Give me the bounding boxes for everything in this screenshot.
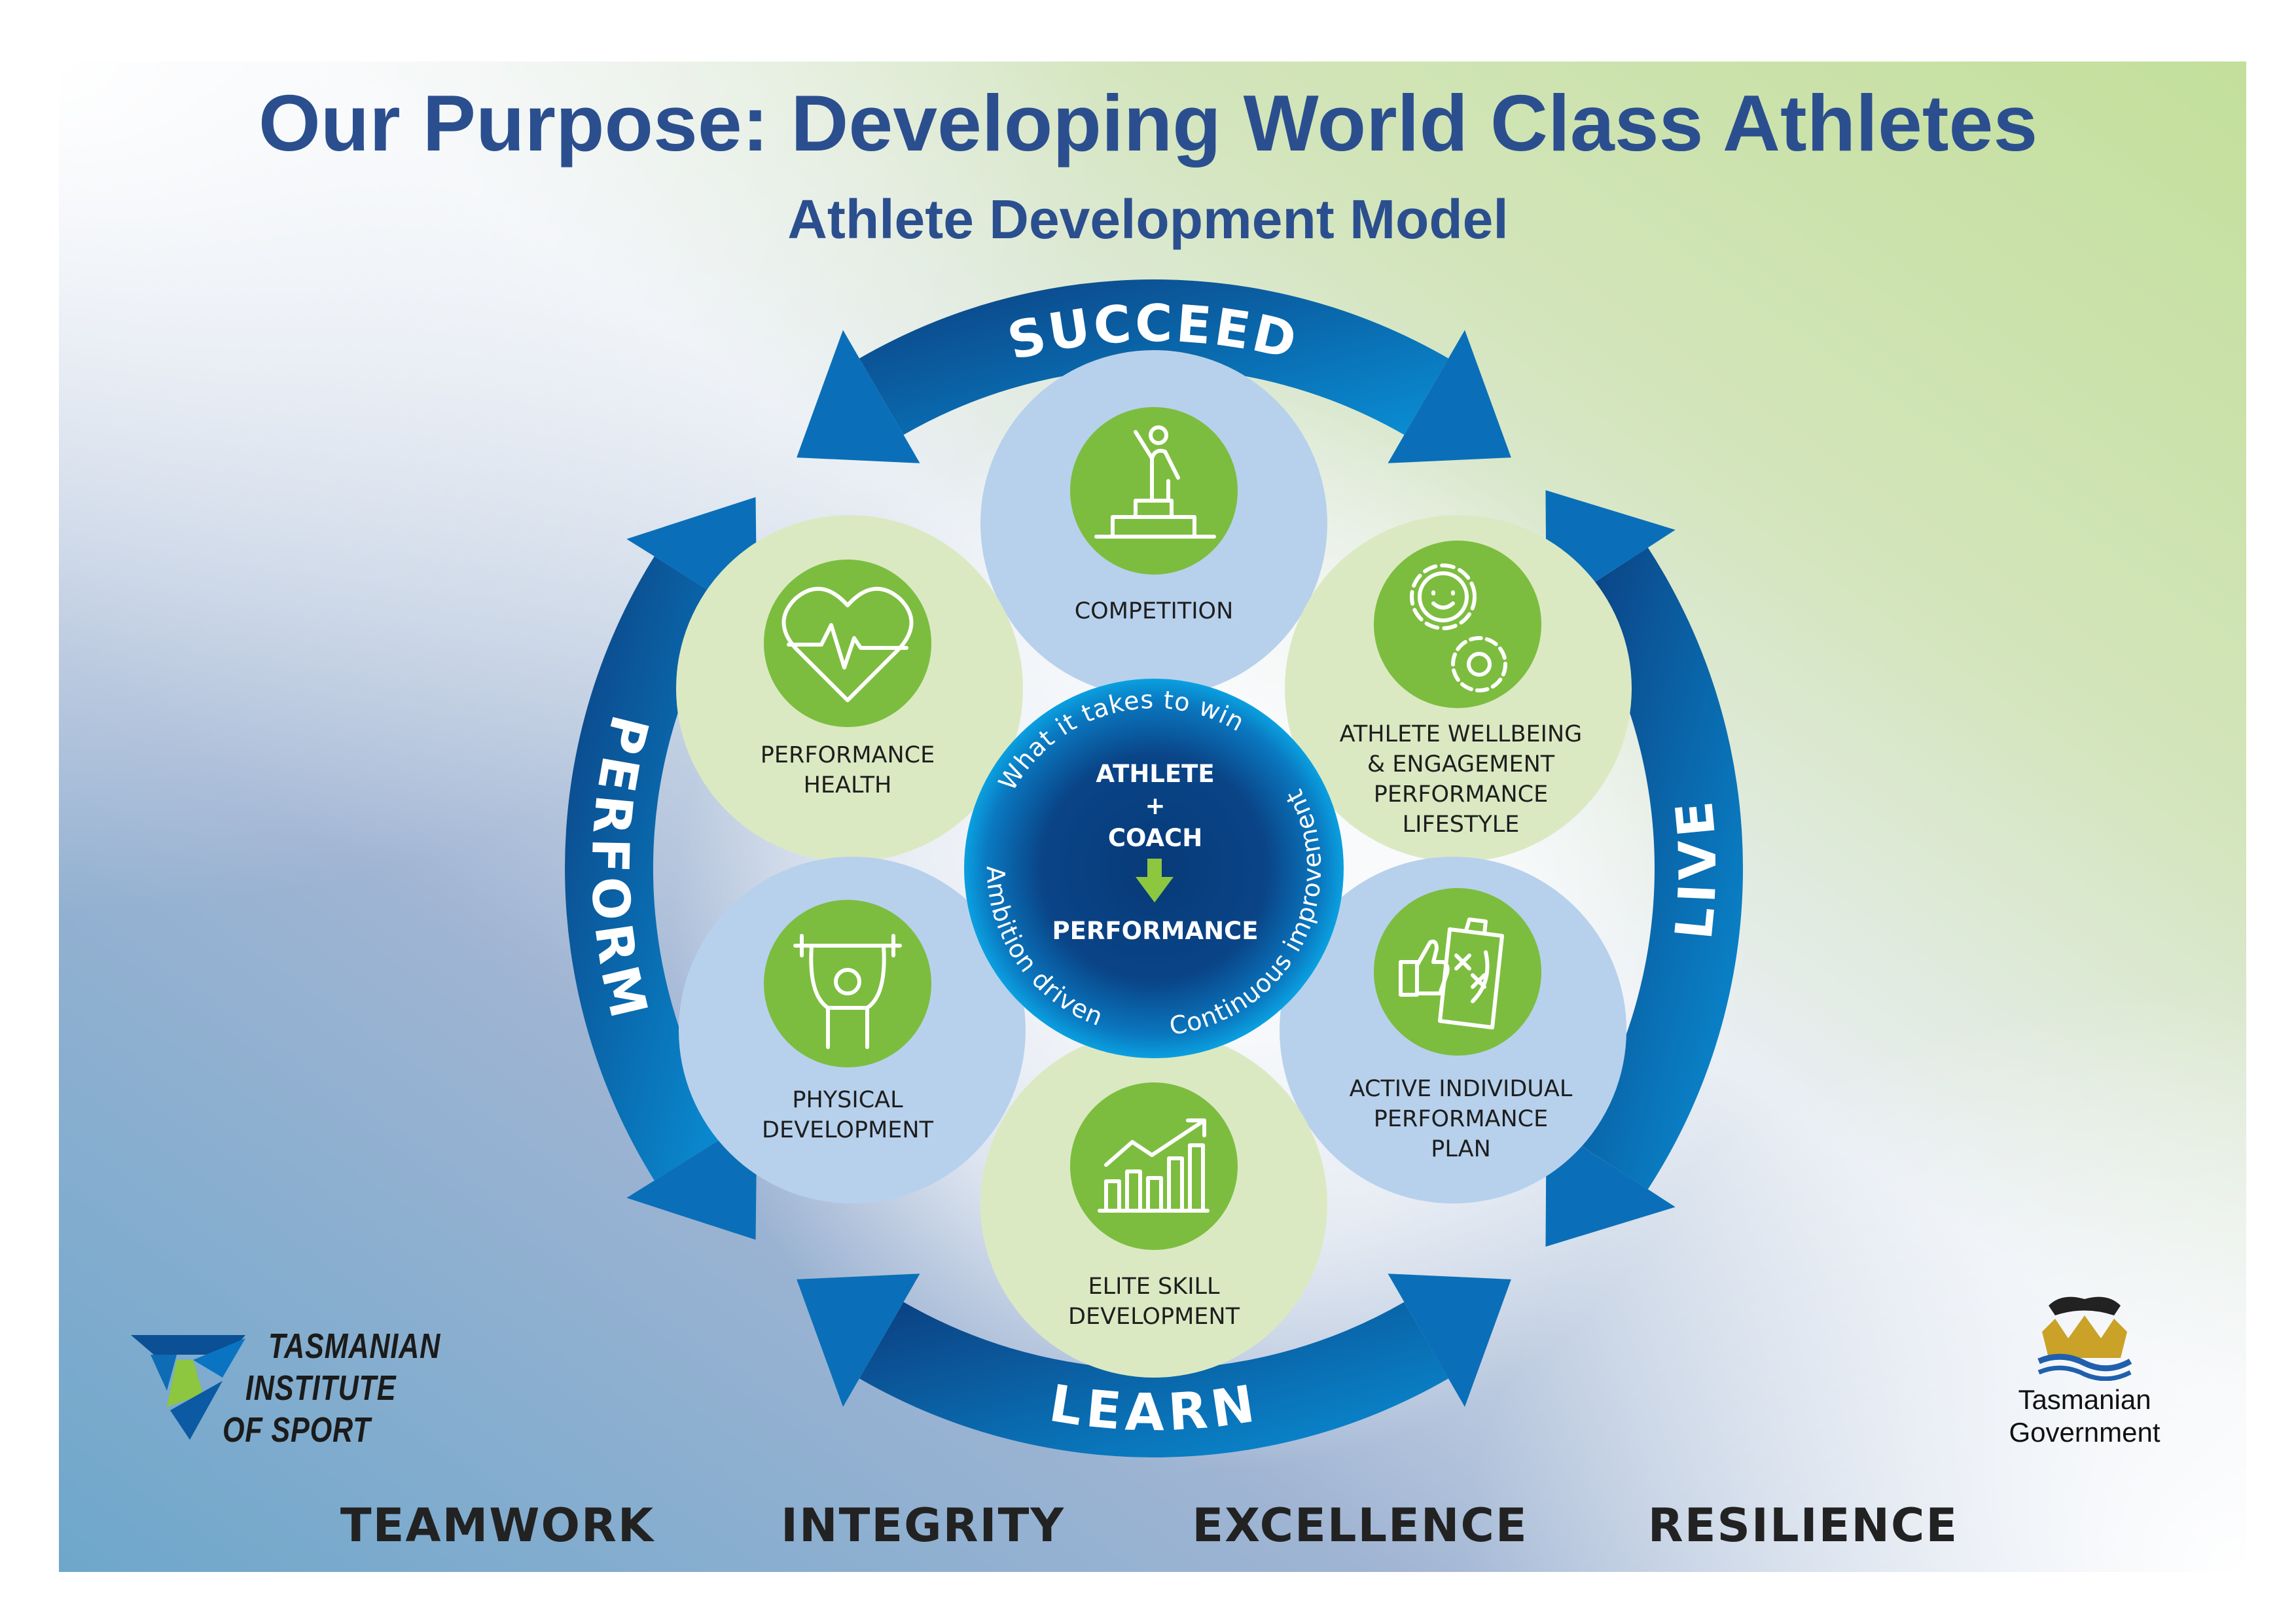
core-performance: PERFORMANCE — [1052, 917, 1259, 945]
icon-background — [764, 560, 931, 727]
tasgov-line1: Tasmanian — [2018, 1384, 2151, 1415]
tasmanian-government-text: Tasmanian Government — [1990, 1383, 2179, 1449]
node-competition: COMPETITION — [980, 350, 1327, 697]
arrowhead-icon — [1388, 1274, 1511, 1407]
node-label: COMPETITION — [1075, 598, 1234, 624]
thumbs-up-clipboard-icon — [1399, 918, 1504, 1029]
icon-background — [1070, 1082, 1238, 1250]
tasmanian-tiger-emblem — [2037, 1296, 2132, 1381]
icon-background — [1374, 888, 1541, 1056]
value-excellence: EXCELLENCE — [1192, 1499, 1528, 1552]
ring-label-bottom: LEARN — [1045, 1374, 1262, 1443]
weightlifter-icon — [793, 934, 902, 1049]
core-circle: What it takes to win Continuous improvem… — [964, 679, 1344, 1058]
icon-background — [764, 900, 931, 1067]
icon-background — [1374, 541, 1541, 708]
tis-logo-line2: INSTITUTE — [245, 1368, 397, 1408]
down-arrow-icon — [1136, 859, 1174, 902]
ring-arrow-bottom: LEARN — [797, 1274, 1511, 1457]
arrowhead-icon — [797, 1274, 920, 1407]
ring-arrow-band — [859, 1302, 1448, 1457]
heart-pulse-icon — [781, 586, 914, 702]
value-teamwork: TEAMWORK — [340, 1499, 655, 1552]
tasgov-line2: Government — [2009, 1417, 2161, 1448]
gears-icon — [1410, 563, 1507, 692]
growth-chart-icon — [1098, 1118, 1210, 1213]
value-integrity: INTEGRITY — [780, 1499, 1066, 1552]
arrowhead-icon — [1545, 1123, 1676, 1247]
arrowhead-icon — [797, 330, 920, 463]
ring-arrow-band — [1573, 547, 1744, 1190]
core-coach: COACH — [1108, 824, 1202, 852]
page-title: Our Purpose: Developing World Class Athl… — [258, 79, 2038, 168]
core-plus: + — [1145, 792, 1165, 820]
ring-label-right: LIVE — [1665, 795, 1729, 942]
core-athlete: ATHLETE — [1096, 760, 1214, 788]
tis-logo-mark — [131, 1335, 245, 1440]
podium-athlete-icon — [1094, 425, 1216, 539]
ring-arrow-right: LIVE — [1545, 490, 1744, 1247]
ring-arrow-band — [565, 556, 730, 1181]
tis-logo-line3: OF SPORT — [223, 1410, 371, 1450]
value-resilience: RESILIENCE — [1647, 1499, 1959, 1552]
page-subtitle: Athlete Development Model — [787, 188, 1509, 250]
arrowhead-icon — [1388, 330, 1511, 463]
tis-logo-line1: TASMANIAN — [268, 1327, 441, 1366]
